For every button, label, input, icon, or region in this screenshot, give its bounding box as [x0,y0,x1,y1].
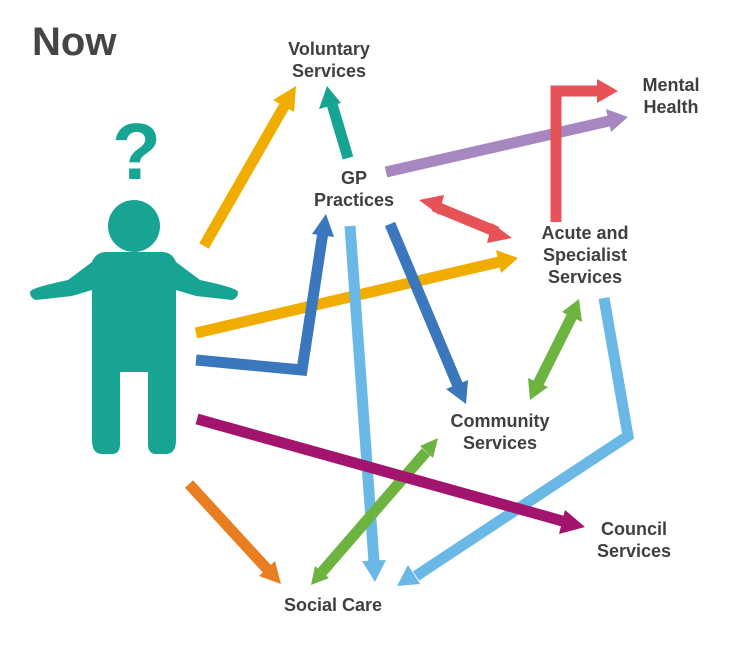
arrow-gp-to-voluntary [319,86,354,160]
arrow-person-to-gp [195,214,334,376]
arrow-person-to-voluntary [199,86,296,249]
arrow-social-community-bidirectional [311,438,438,585]
arrow-person-to-council [195,413,585,534]
arrow-gp-to-social-care [344,225,386,582]
arrow-gp-to-mental-health [384,109,628,178]
arrow-acute-to-social-care [397,297,635,586]
page-title: Now [32,20,117,64]
person-icon [30,200,238,454]
arrow-acute-to-mental-health [550,79,618,222]
arrow-person-to-social-care [184,480,281,584]
arrow-person-to-acute [194,250,518,339]
arrow-gp-acute-bidirectional [419,195,512,243]
arrow-acute-community-bidirectional [528,299,582,400]
node-social-care: Social Care [283,595,383,615]
question-mark-icon: ? [112,107,161,196]
arrow-gp-to-community [384,221,468,404]
